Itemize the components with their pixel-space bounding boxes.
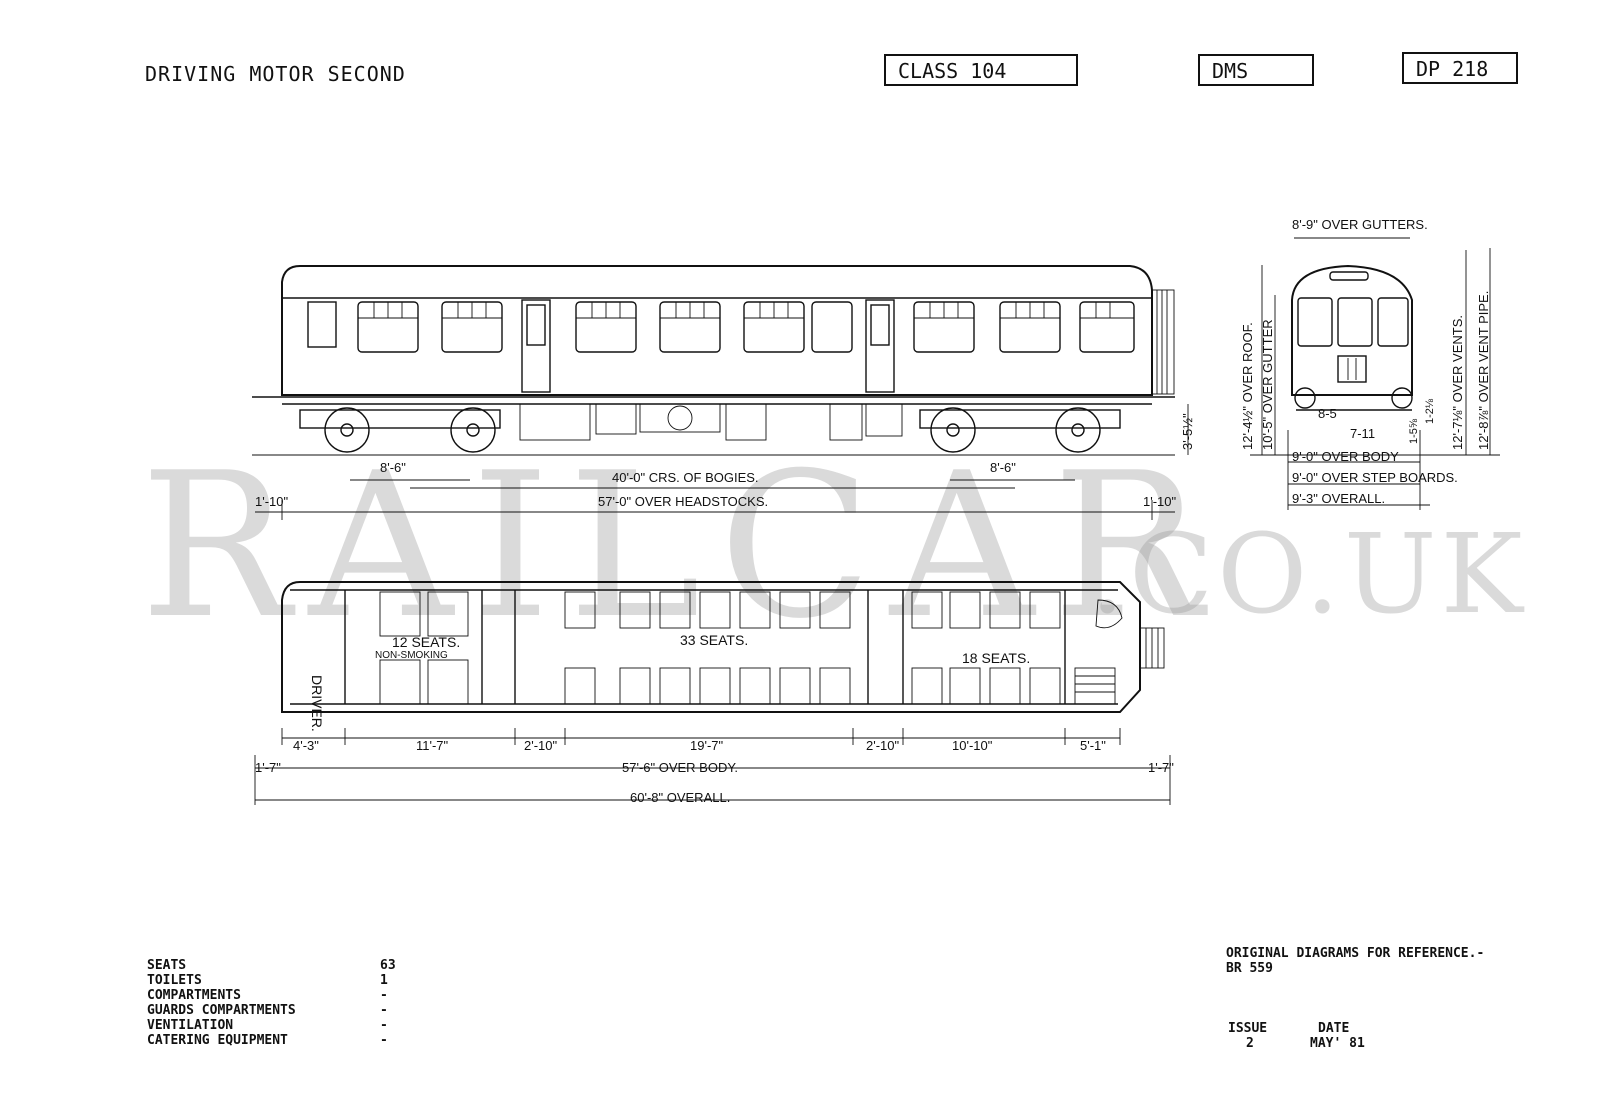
plan-dimension-vestibule-2: 2'-10" bbox=[866, 738, 900, 753]
plan-end-right: 1'-7" bbox=[1148, 760, 1174, 775]
summary-value-ventilation: - bbox=[380, 1018, 388, 1033]
summary-value-catering: - bbox=[380, 1033, 388, 1048]
drawing-title: DRIVING MOTOR SECOND bbox=[145, 62, 406, 86]
inner-dimension-d: 1-2⅛ bbox=[1424, 398, 1436, 424]
summary-label-compartments: COMPARTMENTS bbox=[147, 988, 241, 1003]
over-gutter-dimension: 10'-5" OVER GUTTER bbox=[1260, 319, 1275, 450]
date-label: DATE bbox=[1318, 1021, 1350, 1036]
overhang-left-dimension: 1'-10" bbox=[255, 494, 289, 509]
issue-value: 2 bbox=[1246, 1036, 1254, 1051]
bogie-wheelbase-left: 8'-6" bbox=[380, 460, 406, 475]
summary-label-catering: CATERING EQUIPMENT bbox=[147, 1033, 288, 1048]
summary-label-seats: SEATS bbox=[147, 958, 187, 973]
seats-12-label: 12 SEATS. bbox=[392, 634, 461, 650]
summary-label-guards: GUARDS COMPARTMENTS bbox=[147, 1003, 296, 1018]
over-body-width: 9'-0" OVER BODY bbox=[1292, 449, 1399, 464]
end-elevation-drawing bbox=[1250, 237, 1500, 510]
plan-over-body: 57'-6" OVER BODY. bbox=[622, 760, 738, 775]
over-vents-dimension: 12'-7⅛" OVER VENTS. bbox=[1450, 315, 1465, 450]
summary-value-toilets: 1 bbox=[380, 973, 388, 988]
side-elevation-drawing bbox=[252, 265, 1189, 520]
plan-end-left: 1'-7" bbox=[255, 760, 281, 775]
diagram-number-box: DP 218 bbox=[1402, 52, 1518, 84]
inner-dimension-b: 7-11 bbox=[1350, 426, 1376, 441]
over-stepboards-width: 9'-0" OVER STEP BOARDS. bbox=[1292, 470, 1458, 485]
summary-value-compartments: - bbox=[380, 988, 388, 1003]
issue-label: ISSUE bbox=[1228, 1021, 1268, 1036]
driver-cab-label: DRIVER. bbox=[309, 675, 325, 732]
seats-33-label: 33 SEATS. bbox=[680, 632, 749, 648]
seats-18-label: 18 SEATS. bbox=[962, 650, 1031, 666]
summary-value-guards: - bbox=[380, 1003, 388, 1018]
summary-value-seats: 63 bbox=[380, 958, 396, 973]
plan-dimension-cab: 4'-3" bbox=[293, 738, 319, 753]
overall-width: 9'-3" OVERALL. bbox=[1292, 491, 1386, 506]
type-code-box: DMS bbox=[1198, 54, 1314, 86]
reference-line-2: BR 559 bbox=[1226, 961, 1273, 976]
inner-dimension-a: 8-5 bbox=[1318, 406, 1337, 421]
overhang-right-dimension: 1'-10" bbox=[1143, 494, 1177, 509]
plan-dimension-toilet: 5'-1" bbox=[1080, 738, 1106, 753]
plan-dimension-saloon-2: 19'-7" bbox=[690, 738, 724, 753]
plan-dimension-saloon-1: 11'-7" bbox=[416, 738, 449, 753]
plan-overall: 60'-8" OVERALL. bbox=[630, 790, 731, 805]
plan-drawing bbox=[254, 581, 1171, 805]
bogie-centres-dimension: 40'-0" CRS. OF BOGIES. bbox=[612, 470, 759, 485]
plan-dimension-vestibule-1: 2'-10" bbox=[524, 738, 558, 753]
summary-label-toilets: TOILETS bbox=[147, 973, 202, 988]
over-vent-pipe-dimension: 12'-8⅞" OVER VENT PIPE. bbox=[1476, 290, 1491, 450]
bogie-wheelbase-right: 8'-6" bbox=[990, 460, 1016, 475]
non-smoking-label: NON-SMOKING bbox=[375, 650, 448, 661]
plan-dimension-saloon-3: 10'-10" bbox=[952, 738, 993, 753]
rail-height-dimension: 3'-5½" bbox=[1180, 413, 1195, 450]
inner-dimension-c: 1-5⅝ bbox=[1408, 418, 1420, 444]
over-gutters-dimension: 8'-9" OVER GUTTERS. bbox=[1292, 217, 1428, 232]
headstocks-dimension: 57'-0" OVER HEADSTOCKS. bbox=[598, 494, 769, 509]
over-roof-dimension: 12'-4½" OVER ROOF. bbox=[1240, 322, 1255, 450]
reference-line-1: ORIGINAL DIAGRAMS FOR REFERENCE.- bbox=[1226, 946, 1485, 961]
class-label-box: CLASS 104 bbox=[884, 54, 1078, 86]
summary-label-ventilation: VENTILATION bbox=[147, 1018, 234, 1033]
date-value: MAY' 81 bbox=[1310, 1036, 1365, 1051]
